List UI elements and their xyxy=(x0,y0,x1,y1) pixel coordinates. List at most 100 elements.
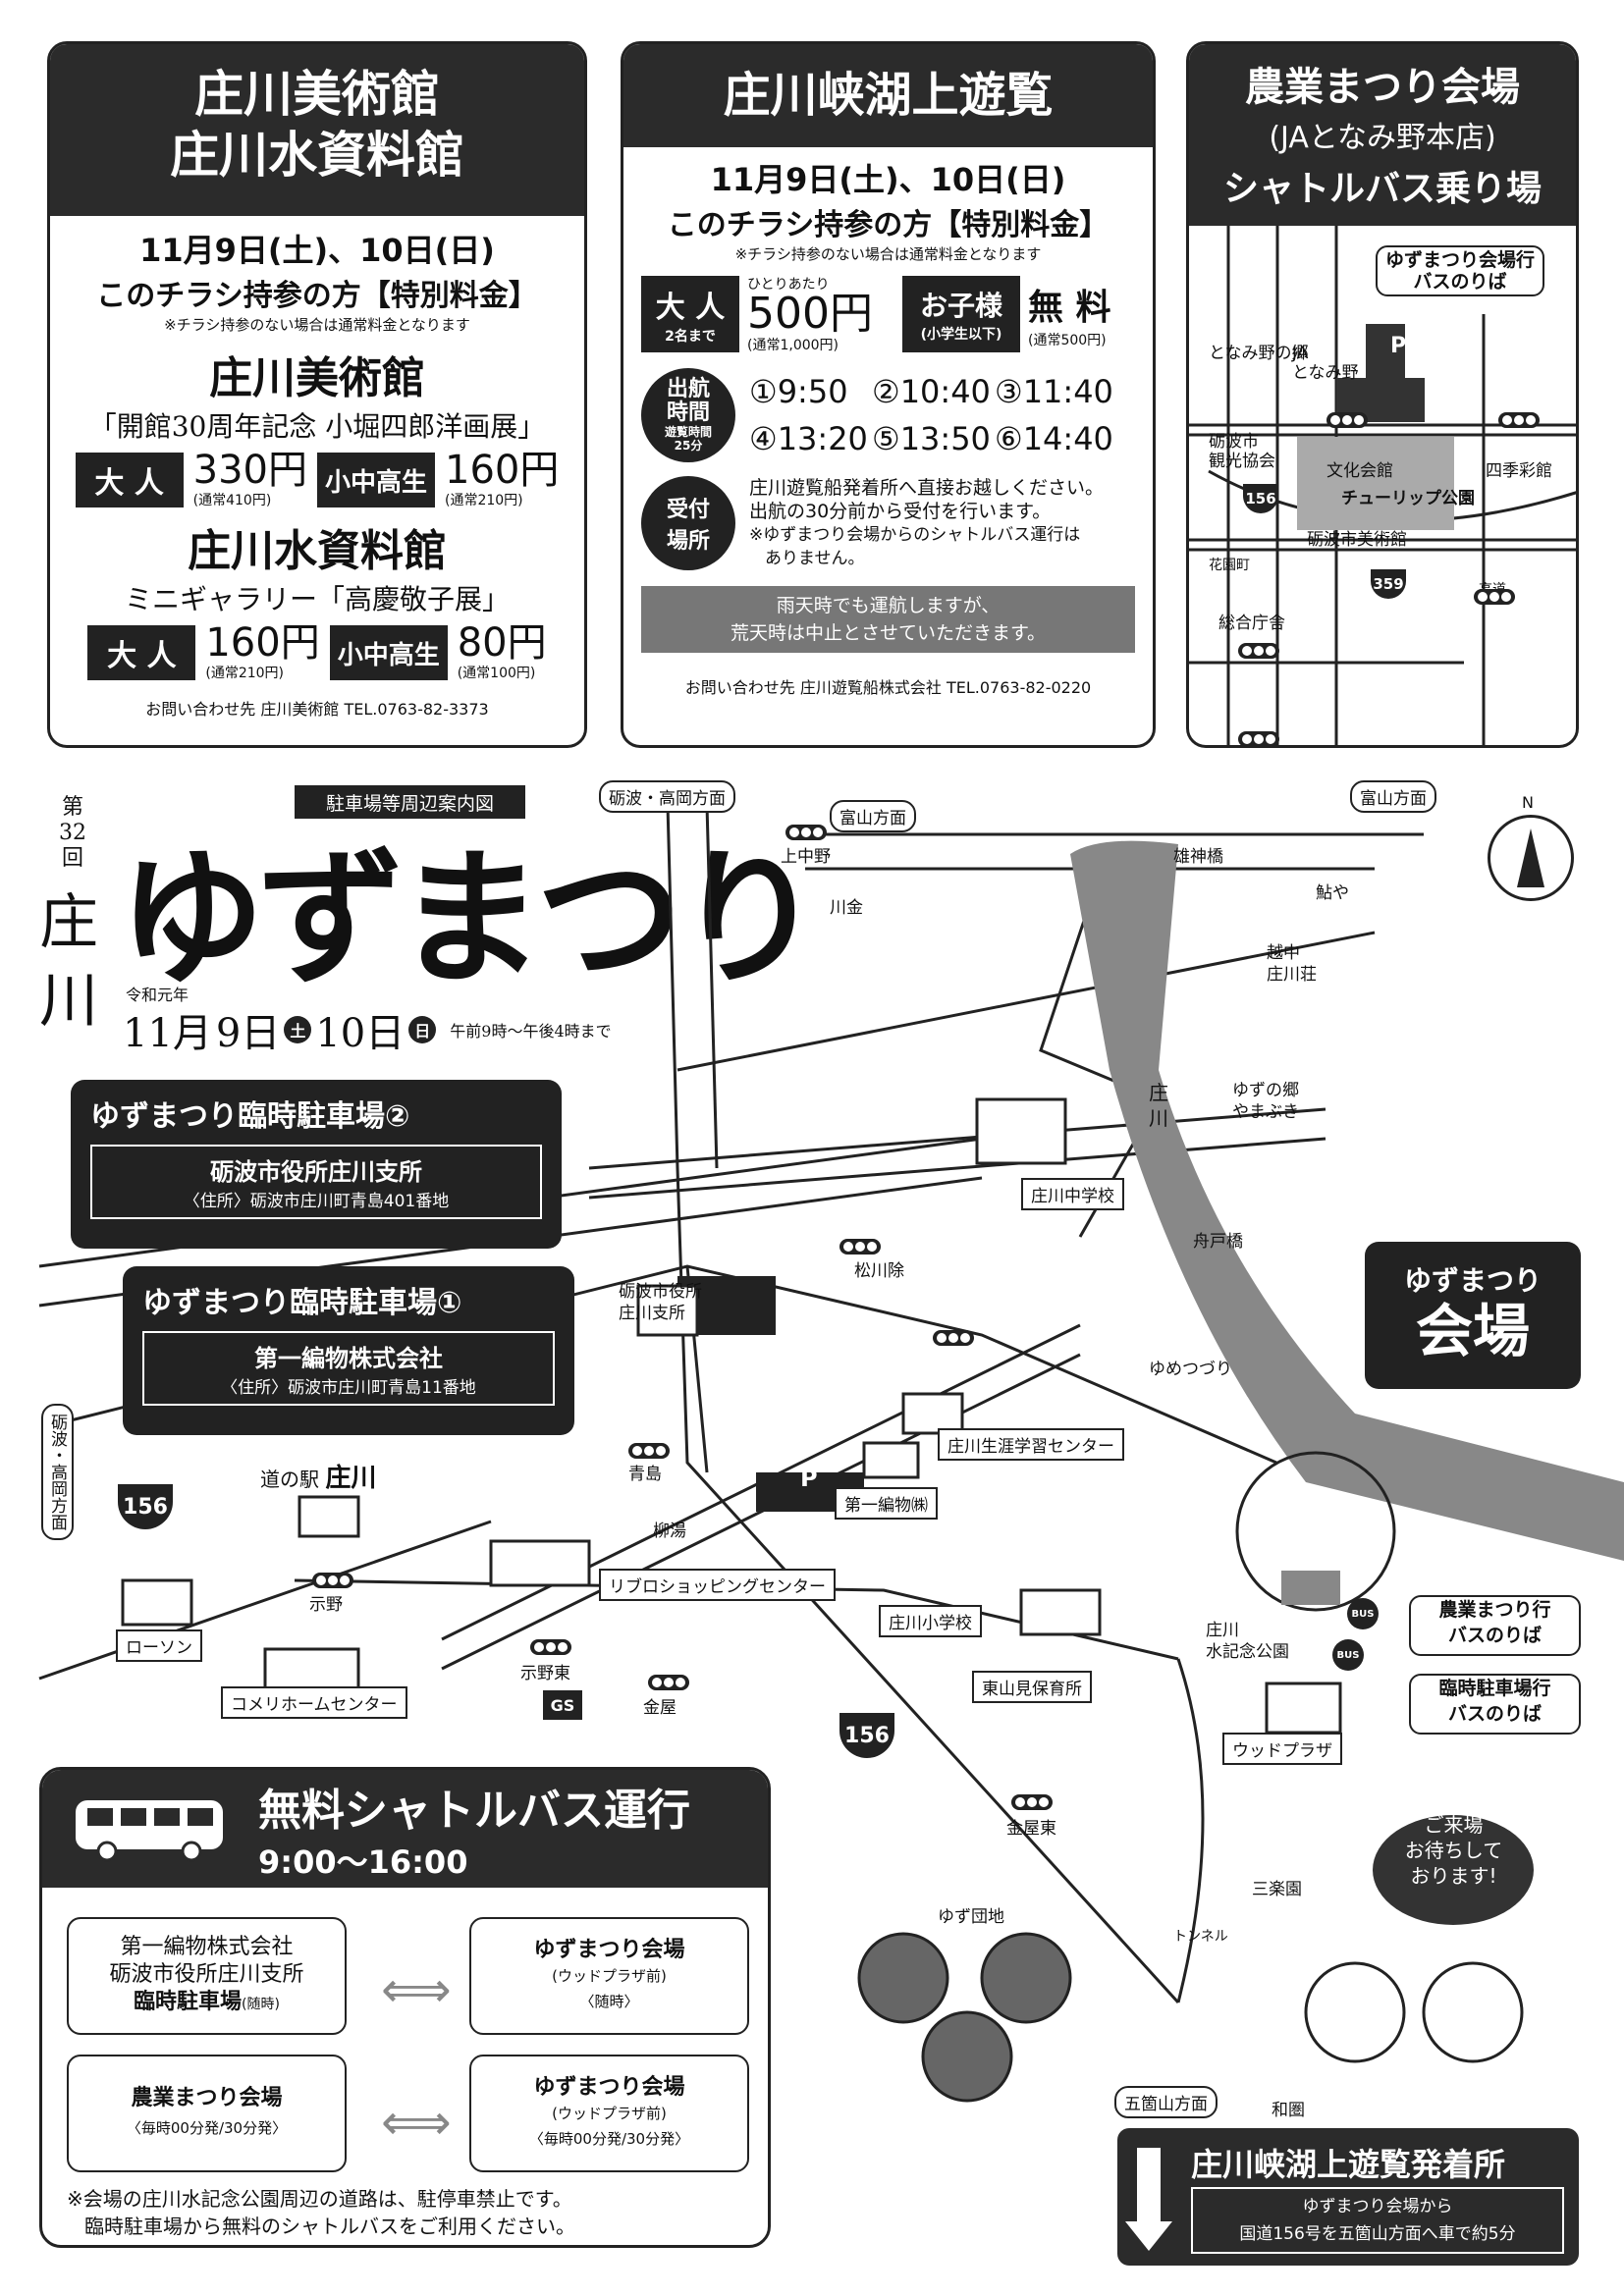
agri-label-bunka: 文化会館 xyxy=(1326,461,1393,481)
signal-icon xyxy=(1498,412,1540,428)
route-156-shield: 156 xyxy=(839,1713,894,1758)
weather-notice: 雨天時でも運航しますが、荒天時は中止とさせていただきます。 xyxy=(641,586,1135,653)
route-359-shield: 359 xyxy=(1371,569,1406,599)
place-shino-higashi: 示野東 xyxy=(520,1664,570,1683)
place-michi-no-eki: 道の駅 庄川 xyxy=(260,1464,377,1493)
place-komeri: コメリホームセンター xyxy=(221,1686,407,1719)
museum-header: 庄川美術館 庄川水資料館 xyxy=(50,44,584,216)
agri-label-shiki: 四季彩館 xyxy=(1486,461,1552,481)
signal-icon xyxy=(839,1239,881,1255)
place-shino: 示野 xyxy=(309,1595,343,1615)
place-ribro-shopping: リブロショッピングセンター xyxy=(599,1569,836,1601)
route-156-shield: 156 xyxy=(118,1484,173,1529)
place-wahira: 和圏 xyxy=(1272,2101,1305,2120)
place-kawakin: 川金 xyxy=(830,898,863,918)
festival-year: 令和元年 xyxy=(126,986,189,1004)
venue-callout: ゆずまつり 会場 xyxy=(1365,1242,1581,1389)
place-learning-center: 庄川生涯学習センター xyxy=(938,1428,1124,1461)
agri-shuttle-title: シャトルバス乗り場 xyxy=(1222,169,1542,209)
cruise-note: ※チラシ持参のない場合は通常料金となります xyxy=(734,245,1042,263)
agri-header: 農業まつり会場 (JAとなみ野本店) シャトルバス乗り場 xyxy=(1189,44,1576,226)
agri-parking-icon: P xyxy=(1390,334,1407,358)
signal-icon xyxy=(648,1675,689,1690)
reception-text: 庄川遊覧船発着所へ直接お越しください。 xyxy=(749,477,1105,499)
shuttle-dest-2: ゆずまつり会場(ウッドプラザ前)〈毎時00分発/30分発〉 xyxy=(469,2055,749,2172)
art-museum-name: 庄川美術館 xyxy=(209,353,425,403)
per-person: ひとりあたり xyxy=(747,277,830,293)
cruise-header: 庄川峡湖上遊覧 xyxy=(623,44,1153,147)
museum-dates: 11月9日(土)、10日(日) xyxy=(139,232,495,269)
departure-time: ⑤13:50 xyxy=(872,420,991,457)
art-adult-price: 330円 xyxy=(192,448,307,493)
museum-title-1: 庄川美術館 xyxy=(194,65,440,123)
signal-icon xyxy=(1011,1794,1053,1810)
cruise-panel: 庄川峡湖上遊覧 11月9日(土)、10日(日) このチラシ持参の方【特別料金】 … xyxy=(621,41,1156,748)
art-adult-regular: (通常410円) xyxy=(192,493,272,508)
two-way-arrow-icon: ⟺ xyxy=(381,1961,452,2018)
agri-label-museum: 砺波市美術館 xyxy=(1307,530,1407,550)
two-way-arrow-icon: ⟺ xyxy=(381,2094,452,2151)
cruise-adult-regular: (通常1,000円) xyxy=(747,338,839,353)
direction-toyama-2: 富山方面 xyxy=(1350,780,1436,813)
museum-contact: お問い合わせ先 庄川美術館 TEL.0763-82-3373 xyxy=(145,700,489,719)
bus-stop-icon: BUS xyxy=(1332,1639,1364,1671)
place-kaminakano: 上中野 xyxy=(781,847,831,867)
art-exhibit: 「開館30周年記念 小堀四郎洋画展」 xyxy=(88,410,546,443)
water-adult-regular: (通常210円) xyxy=(205,666,285,681)
cruise-child-regular: (通常500円) xyxy=(1028,333,1107,348)
shuttle-time: 9:00～16:00 xyxy=(258,1843,468,1881)
signal-icon xyxy=(785,825,827,840)
shuttle-header: 無料シャトルバス運行 9:00～16:00 xyxy=(42,1770,768,1888)
water-student-price: 80円 xyxy=(457,620,547,666)
departure-time: ③11:40 xyxy=(995,373,1113,410)
cruise-contact: お問い合わせ先 庄川遊覧船株式会社 TEL.0763-82-0220 xyxy=(684,678,1092,697)
festival-sho-kawa: 庄川 xyxy=(39,888,98,1036)
agri-subtitle: (JAとなみ野本店) xyxy=(1269,121,1496,155)
signal-icon xyxy=(1474,589,1515,605)
north-compass xyxy=(1488,815,1574,901)
museum-special: このチラシ持参の方【特別料金】 xyxy=(96,279,538,313)
pier-panel: 庄川峡湖上遊覧発着所 ゆずまつり会場から国道156号を五箇山方面へ車で約5分 xyxy=(1117,2128,1579,2266)
agri-label-sogo: 総合庁舎 xyxy=(1218,614,1285,633)
art-student-label: 小中高生 xyxy=(317,453,435,507)
shuttle-panel: 無料シャトルバス運行 9:00～16:00 第一編物株式会社砺波市役所庄川支所 … xyxy=(39,1767,771,2248)
cruise-dates: 11月9日(土)、10日(日) xyxy=(710,161,1066,198)
place-aoshima: 青島 xyxy=(628,1465,662,1484)
agri-label-tonamino: となみ野の郷 xyxy=(1209,344,1309,363)
signal-icon xyxy=(312,1573,353,1588)
river-sho: 庄川 xyxy=(1149,1081,1168,1130)
agri-label-kanko: 砺波市観光協会 xyxy=(1209,432,1275,471)
place-shokawa-es: 庄川小学校 xyxy=(879,1605,982,1637)
down-arrow-icon-head xyxy=(1125,2221,1172,2251)
place-daiichi-amimono: 第一編物㈱ xyxy=(835,1487,938,1520)
art-adult-label: 大 人 xyxy=(75,453,184,507)
departure-time: ⑥14:40 xyxy=(995,420,1113,457)
parking-1-callout: ゆずまつり臨時駐車場① 第一編物株式会社 〈住所〉砺波市庄川町青島11番地 xyxy=(123,1266,574,1435)
departure-time: ①9:50 xyxy=(749,373,848,410)
shuttle-dest-1: ゆずまつり会場(ウッドプラザ前)〈随時〉 xyxy=(469,1917,749,2035)
place-kanaya-higashi: 金屋東 xyxy=(1006,1819,1056,1839)
art-student-price: 160円 xyxy=(445,448,560,493)
cruise-special: このチラシ持参の方【特別料金】 xyxy=(667,208,1110,242)
agri-title: 農業まつり会場 xyxy=(1245,65,1520,110)
water-adult-price: 160円 xyxy=(205,620,320,666)
place-ayuya: 鮎や xyxy=(1316,883,1349,903)
gas-station-icon: GS xyxy=(543,1690,582,1720)
place-kinen-park: 庄川水記念公園 xyxy=(1206,1621,1289,1662)
departure-time: ④13:20 xyxy=(749,420,868,457)
pier-directions: ゆずまつり会場から国道156号を五箇山方面へ車で約5分 xyxy=(1191,2187,1564,2254)
bus-stop-icon: BUS xyxy=(1347,1598,1379,1629)
place-yuujin-bridge: 雄神橋 xyxy=(1173,847,1223,867)
pier-title: 庄川峡湖上遊覧発着所 xyxy=(1191,2146,1506,2183)
route-156-shield: 156 xyxy=(1243,484,1278,513)
place-city-office: 砺波市役所庄川支所 xyxy=(619,1282,702,1323)
festival-title: ゆずまつり xyxy=(118,832,823,1005)
parking-2-callout: ゆずまつり臨時駐車場② 砺波市役所庄川支所 〈住所〉砺波市庄川町青島401番地 xyxy=(71,1080,562,1249)
bus-icon xyxy=(76,1800,223,1862)
place-funado-bridge: 舟戸橋 xyxy=(1193,1232,1243,1252)
shuttle-note: ※会場の庄川水記念公園周辺の道路は、駐停車禁止です。臨時駐車場から無料のシャトル… xyxy=(67,2187,575,2238)
parking-icon-1: P xyxy=(800,1465,818,1492)
